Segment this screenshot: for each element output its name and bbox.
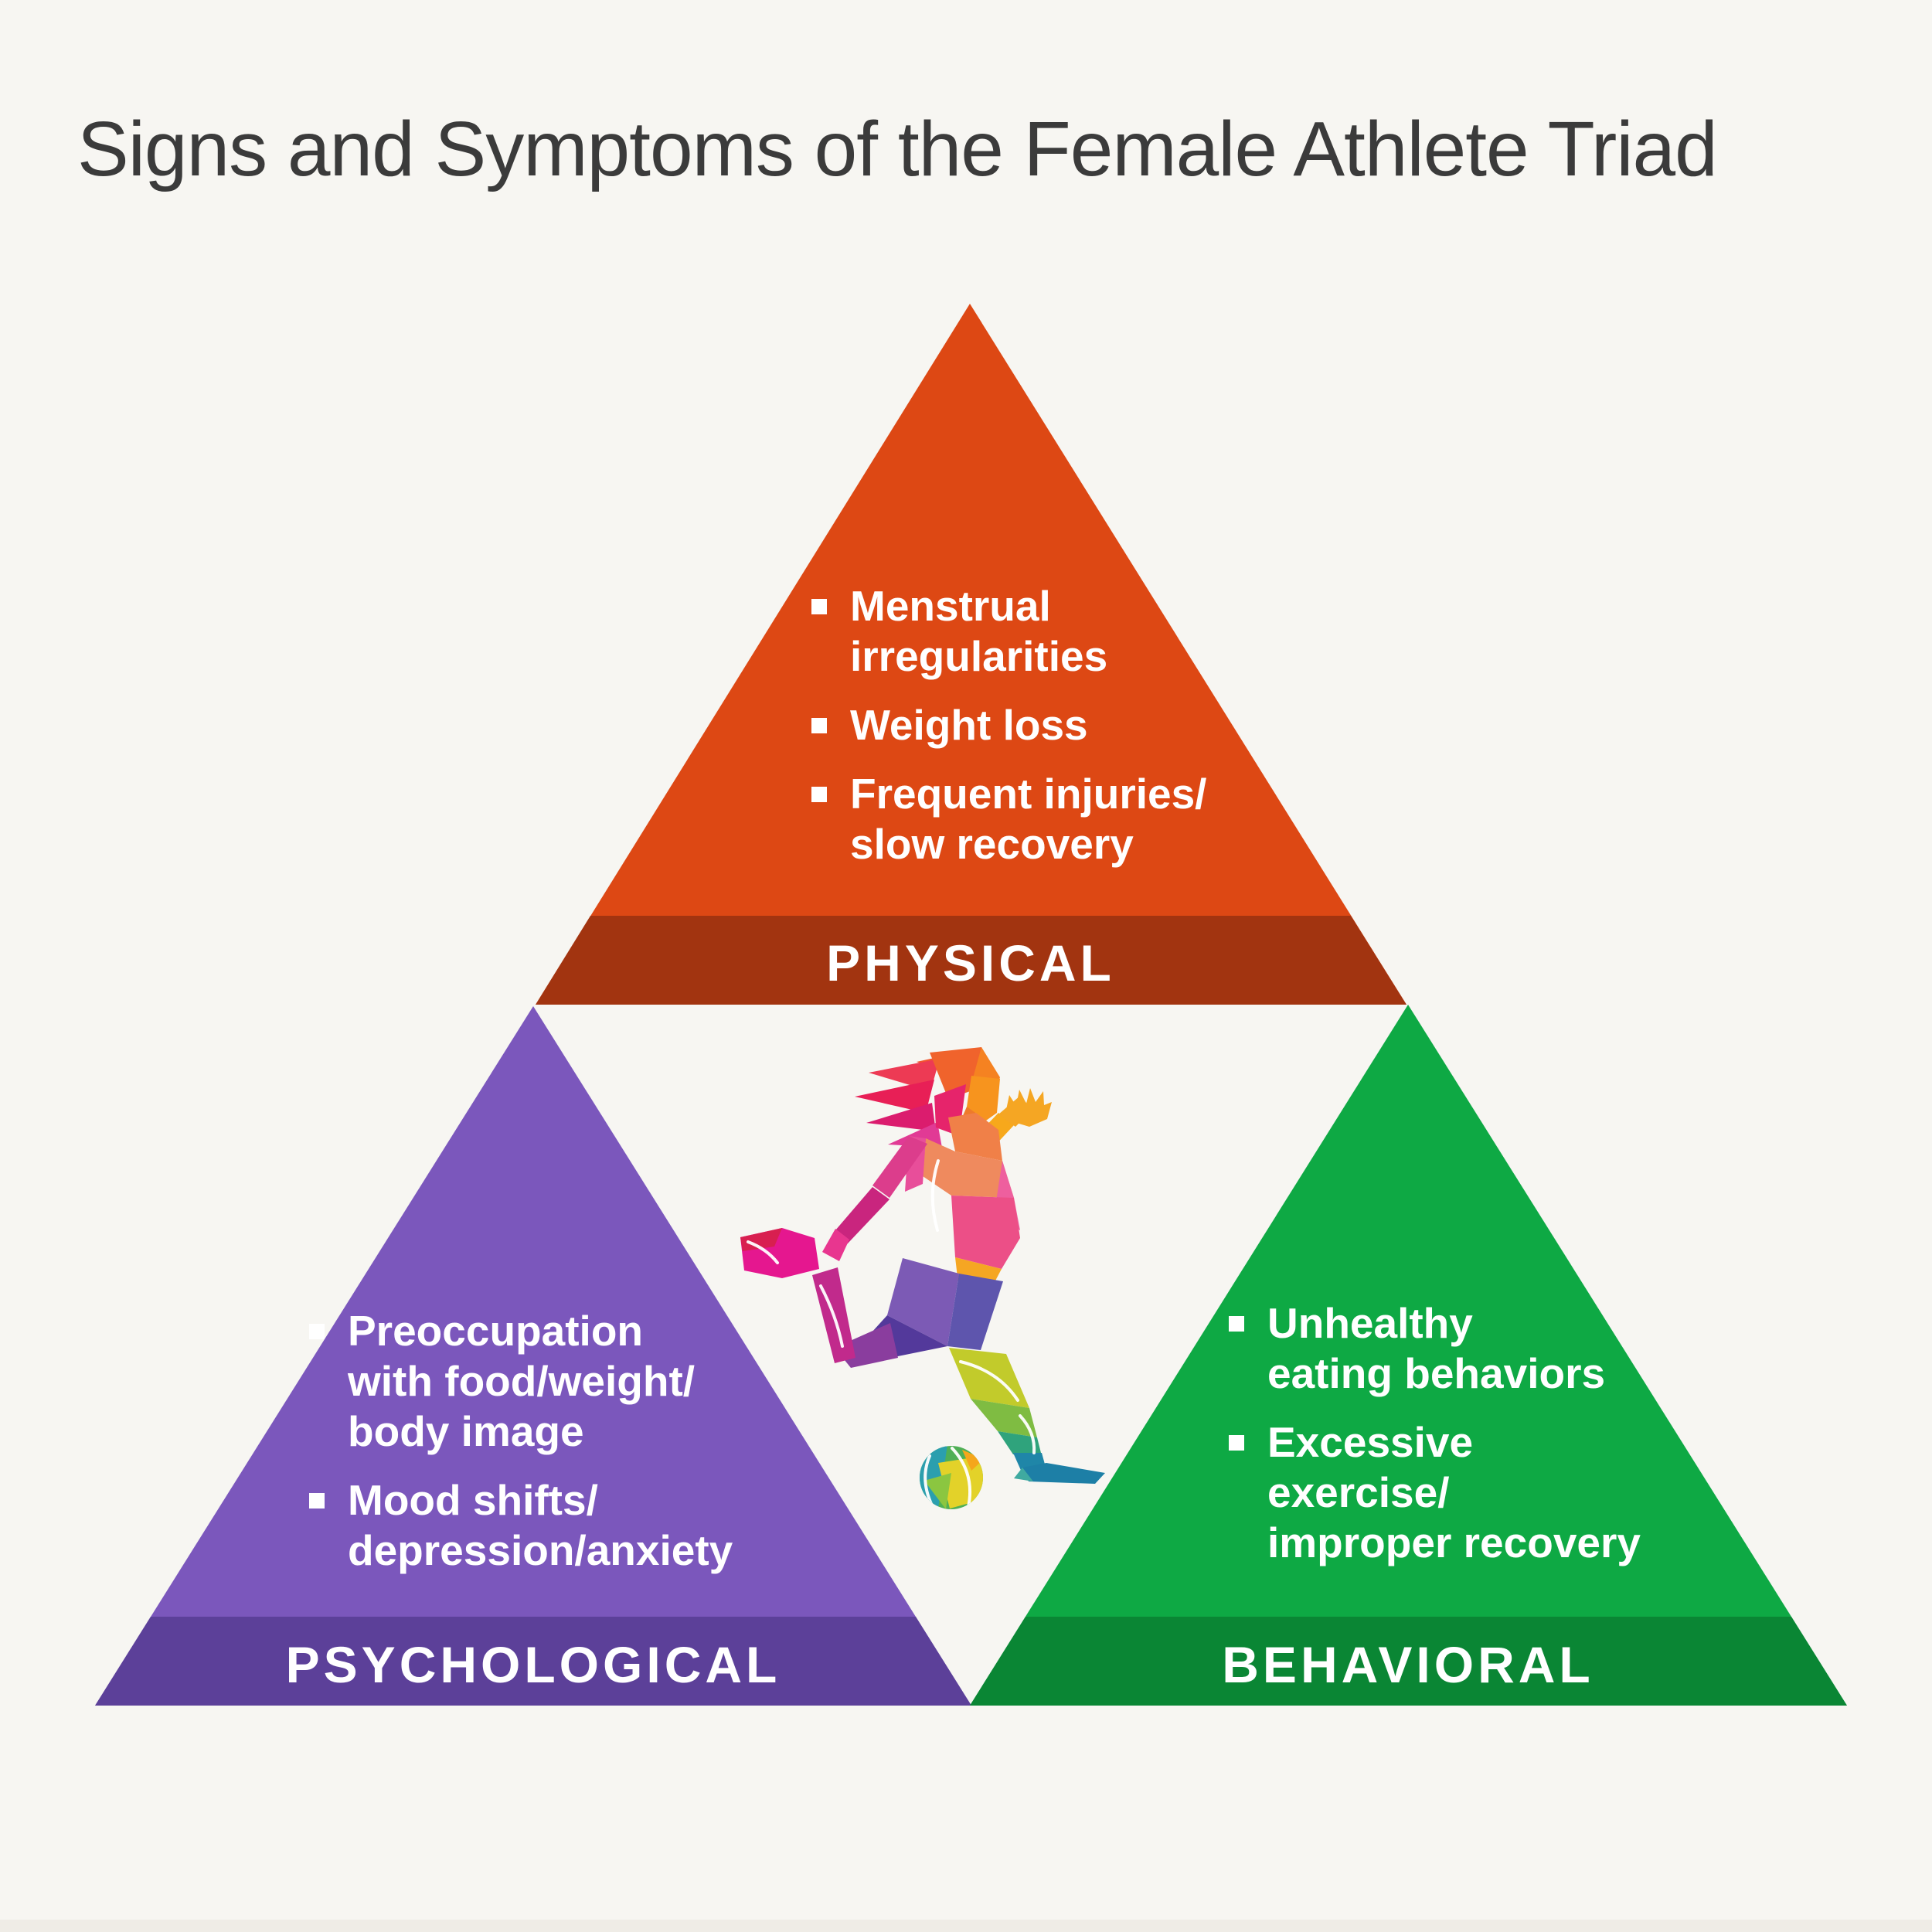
bullet-square-icon bbox=[1229, 1316, 1244, 1332]
psychological-triangle bbox=[95, 1006, 971, 1706]
behavioral-band bbox=[970, 1617, 1847, 1706]
list-item: Menstrual irregularities bbox=[811, 581, 1244, 682]
list-item: Excessive exercise/ improper recovery bbox=[1229, 1417, 1754, 1568]
list-item-line: Mood shifts/ bbox=[348, 1476, 598, 1524]
behavioral-band-label: BEHAVIORAL bbox=[1222, 1636, 1594, 1693]
list-item-line: irregularities bbox=[850, 632, 1108, 680]
list-item-line: Frequent injuries/ bbox=[850, 770, 1207, 818]
list-item-line: Preoccupation bbox=[348, 1307, 644, 1355]
page-title: Signs and Symptoms of the Female Athlete… bbox=[77, 106, 1718, 192]
bullet-square-icon bbox=[811, 718, 827, 733]
bullet-square-icon bbox=[811, 599, 827, 614]
list-item-line: improper recovery bbox=[1267, 1519, 1641, 1566]
list-item-line: exercise/ bbox=[1267, 1468, 1450, 1516]
bullet-square-icon bbox=[1229, 1435, 1244, 1451]
psychological-band-label: PSYCHOLOGICAL bbox=[285, 1636, 781, 1693]
physical-triangle bbox=[536, 304, 1406, 1005]
list-item: Weight loss bbox=[811, 700, 1244, 750]
behavioral-symptoms-list: Unhealthy eating behaviors Excessive exe… bbox=[1229, 1298, 1754, 1587]
list-item: Preoccupation with food/weight/ body ima… bbox=[309, 1306, 819, 1457]
physical-band-label: PHYSICAL bbox=[826, 934, 1115, 992]
behavioral-triangle bbox=[970, 1005, 1847, 1706]
list-item-line: slow recovery bbox=[850, 820, 1134, 868]
list-item: Unhealthy eating behaviors bbox=[1229, 1298, 1754, 1399]
list-item-line: Weight loss bbox=[850, 701, 1088, 749]
list-item: Frequent injuries/ slow recovery bbox=[811, 769, 1244, 869]
physical-band bbox=[536, 916, 1406, 1005]
list-item-line: eating behaviors bbox=[1267, 1349, 1606, 1397]
list-item-line: body image bbox=[348, 1407, 584, 1455]
physical-symptoms-list: Menstrual irregularities Weight loss Fre… bbox=[811, 581, 1244, 888]
bullet-square-icon bbox=[811, 787, 827, 802]
list-item-line: Menstrual bbox=[850, 582, 1051, 630]
page-frame-bottom bbox=[0, 1920, 1932, 1932]
list-item-line: Excessive bbox=[1267, 1418, 1474, 1466]
bullet-square-icon bbox=[309, 1324, 325, 1339]
soccer-ball-icon bbox=[920, 1446, 983, 1509]
psychological-symptoms-list: Preoccupation with food/weight/ body ima… bbox=[309, 1306, 819, 1594]
list-item-line: with food/weight/ bbox=[348, 1357, 696, 1405]
psychological-band bbox=[95, 1617, 971, 1706]
bullet-square-icon bbox=[309, 1493, 325, 1509]
list-item-line: depression/anxiety bbox=[348, 1526, 733, 1574]
female-soccer-player-illustration bbox=[740, 1047, 1105, 1509]
list-item-line: Unhealthy bbox=[1267, 1299, 1473, 1347]
list-item: Mood shifts/ depression/anxiety bbox=[309, 1475, 819, 1576]
